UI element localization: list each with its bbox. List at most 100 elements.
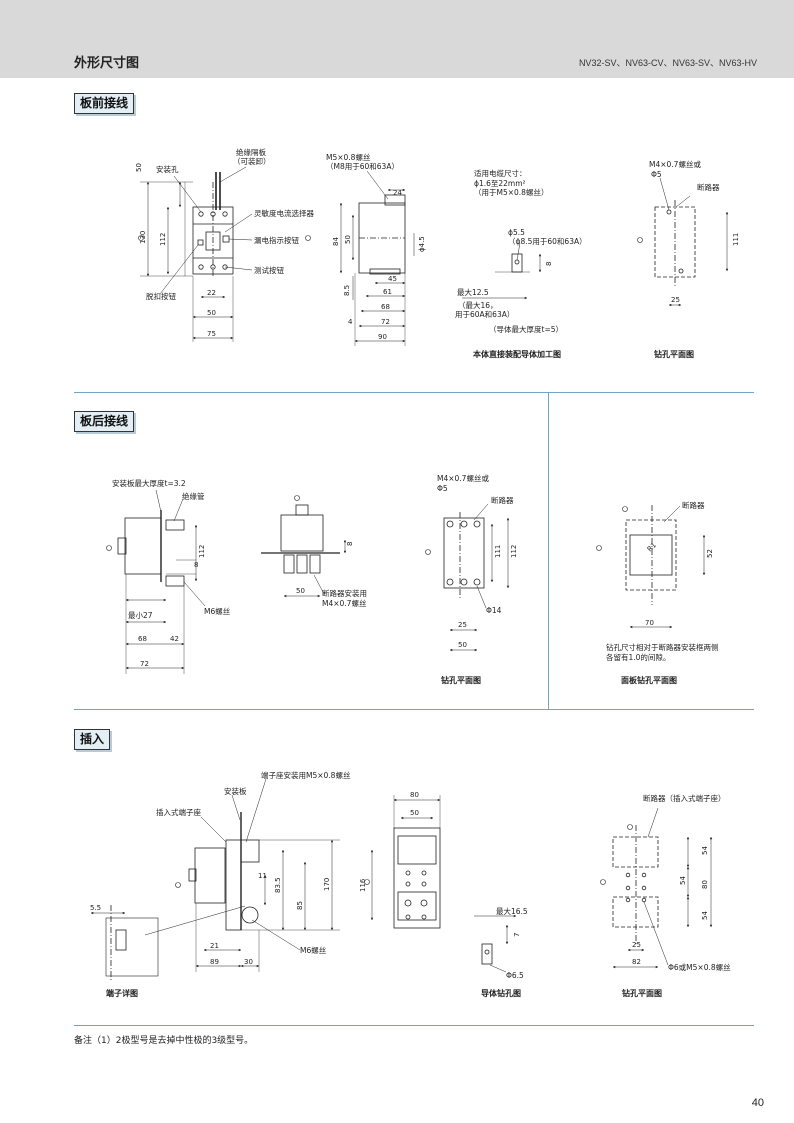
page-number: 40 [751, 1097, 764, 1109]
plugin-drill-plan-drawing [612, 807, 713, 969]
label-max16: （最大16， [458, 300, 498, 310]
label-cable-title: 适用电缆尺寸： [474, 168, 527, 178]
dim-7: 7 [513, 933, 521, 937]
label-phi5: Φ5 [651, 170, 662, 179]
label-breaker-mount: 断路器安装用 [322, 588, 367, 598]
dim-112b: 112 [510, 545, 518, 558]
dim-50-plugin: 50 [410, 809, 419, 817]
section-divider [74, 392, 754, 393]
dim-8-rear: 8 [194, 561, 198, 569]
label-thickness: （导体最大厚度t=5） [489, 324, 563, 334]
dim-54a: 54 [701, 846, 709, 855]
label-mount-plate: 安装板 [224, 786, 247, 796]
dim-8b: 8 [346, 542, 354, 546]
dim-54c: 54 [701, 911, 709, 920]
label-phi8-5-note: （ϕ8.5用于60和63A） [508, 237, 587, 246]
caption-busbar: 本体直接装配导体加工图 [472, 349, 561, 359]
dim-4: 4 [348, 318, 353, 326]
dim-112: 112 [159, 233, 167, 246]
rear-drill-plan-drawing [443, 503, 510, 652]
label-phi6-5: Φ6.5 [506, 971, 524, 980]
dim-52: 52 [706, 549, 714, 558]
dim-68: 68 [381, 303, 390, 311]
label-max12-5: 最大12.5 [457, 287, 489, 297]
section-rear-wiring: 板后接线 [74, 411, 135, 432]
dim-5-5: 5.5 [90, 904, 101, 912]
dim-r1: R1 [646, 541, 658, 553]
label-terminal-m5: 端子座安装用M5×0.8螺丝 [261, 770, 351, 780]
dim-72-rear: 72 [140, 660, 149, 668]
label-plugin-terminal: 插入式端子座 [156, 807, 201, 817]
label-cable-range: ϕ1.6至22mm² [474, 179, 526, 188]
dim-112-rear: 112 [198, 545, 206, 558]
caption-drill-rear: 钻孔平面图 [441, 675, 481, 685]
label-m4-screw: M4×0.7螺丝或 [649, 159, 701, 169]
dim-30: 30 [244, 958, 253, 966]
dim-85: 85 [296, 901, 304, 910]
dim-61: 61 [383, 288, 392, 296]
caption-conductor: 导体钻孔图 [481, 988, 521, 998]
terminal-detail-drawing [90, 905, 159, 980]
front-drill-plan-drawing [654, 177, 729, 307]
page-header: 外形尺寸图 NV32-SV、NV63-CV、NV63-SV、NV63-HV [0, 0, 794, 78]
label-cable-note: （用于M5×0.8螺丝） [474, 187, 548, 197]
caption-panel-drill: 面板钻孔平面图 [621, 675, 677, 685]
label-sensitivity-selector: 灵敏度电流选择器 [254, 208, 314, 218]
page-title: 外形尺寸图 [74, 56, 140, 71]
dim-80: 80 [410, 791, 419, 799]
label-breaker-panel: 断路器 [682, 500, 705, 510]
label-min27: 最小27 [128, 611, 153, 620]
dim-50b-rear: 50 [458, 641, 467, 649]
rear-terminal-view-drawing [261, 504, 347, 598]
label-trip-button: 脱扣按钮 [146, 291, 176, 301]
section-vertical-divider [548, 392, 549, 709]
dim-21: 21 [210, 942, 219, 950]
dim-50: 50 [135, 163, 143, 172]
dim-111-rear: 111 [494, 545, 502, 558]
panel-drill-plan-drawing [625, 505, 706, 629]
dim-25-plugin: 25 [632, 941, 641, 949]
label-removable: （可装卸） [233, 156, 271, 166]
dim-116: 116 [359, 878, 367, 892]
label-breaker-rear: 断路器 [491, 495, 514, 505]
dim-82: 82 [632, 958, 641, 966]
side-view-drawing [339, 170, 415, 346]
model-list: NV32-SV、NV63-CV、NV63-SV、NV63-HV [578, 58, 757, 68]
dim-8-5: 8.5 [343, 285, 351, 296]
label-leak-indicator: 漏电指示按钮 [254, 235, 299, 245]
rear-side-view-drawing [117, 489, 206, 674]
dim-89: 89 [210, 958, 219, 966]
dim-24: 24 [393, 189, 402, 197]
dim-45: 45 [388, 275, 397, 283]
dim-170: 170 [323, 878, 331, 891]
dim-50-rear: 50 [296, 587, 305, 595]
dim-68-rear: 68 [138, 635, 147, 643]
dim-42: 42 [170, 635, 179, 643]
dim-83-5: 83.5 [274, 877, 282, 893]
dim-111: 111 [732, 233, 740, 246]
plugin-front-view-drawing [370, 795, 441, 929]
label-m6-screw-plugin: M6螺丝 [300, 945, 327, 955]
dim-phi4-5: ϕ4.5 [418, 236, 426, 252]
label-phi14: Φ14 [486, 606, 502, 615]
label-phi5-5: ϕ5.5 [508, 228, 525, 237]
section-divider [74, 709, 754, 710]
dim-70: 70 [645, 619, 654, 627]
dim-50-front: 50 [207, 309, 216, 317]
label-m4-or: M4×0.7螺丝或 [437, 473, 489, 483]
dim-80-plugin: 80 [701, 880, 709, 889]
busbar-detail-drawing [462, 242, 542, 300]
section-front-wiring: 板前接线 [74, 93, 135, 114]
section-plugin: 插入 [74, 729, 111, 750]
plugin-side-view-drawing [144, 778, 340, 972]
label-screw-m5: M5×0.8螺丝 [326, 152, 371, 162]
label-test-button: 测试按钮 [254, 265, 284, 275]
dim-50-side: 50 [344, 235, 352, 244]
dim-54b: 54 [679, 876, 687, 885]
dim-72: 72 [381, 318, 390, 326]
label-breaker: 断路器 [697, 182, 720, 192]
dim-84: 84 [332, 237, 340, 246]
dim-75: 75 [207, 330, 216, 338]
footnote: 备注（1）2极型号是去掉中性极的3级型号。 [74, 1036, 254, 1046]
